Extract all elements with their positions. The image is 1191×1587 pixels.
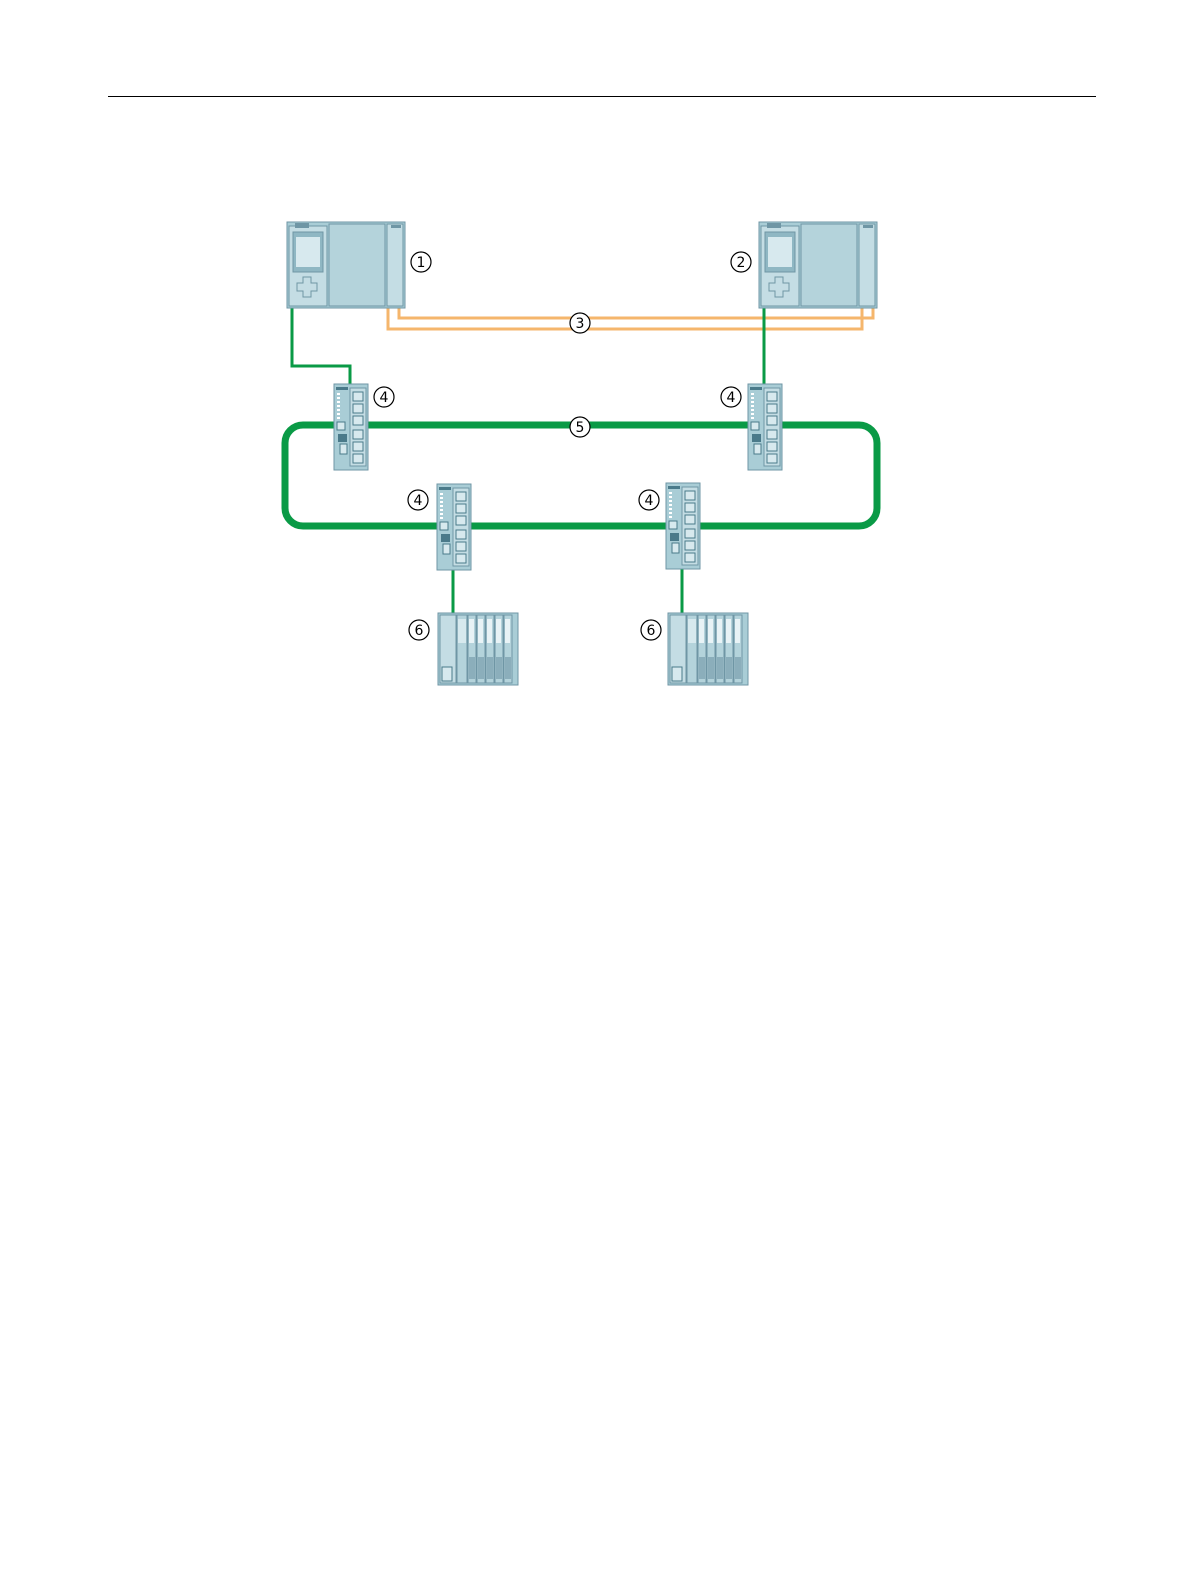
callout-label: 2 [737, 255, 746, 271]
network-switch-icon [334, 384, 368, 470]
callout-1: 1 [411, 252, 431, 272]
callout-label: 4 [414, 493, 423, 509]
callout-label: 4 [645, 493, 654, 509]
callout-label: 5 [576, 420, 585, 436]
callout-2: 2 [731, 252, 751, 272]
callout-4: 4 [639, 490, 659, 510]
callout-label: 6 [415, 623, 424, 639]
callout-label: 4 [380, 390, 389, 406]
callout-6: 6 [641, 620, 661, 640]
network-switch-icon [666, 483, 700, 569]
network-switch-icon [748, 384, 782, 470]
sync-link [388, 306, 873, 329]
ring-network [285, 425, 877, 526]
plc-cpu-icon [759, 222, 877, 308]
distributed-io-icon [438, 613, 518, 685]
network-switch-icon [437, 484, 471, 570]
callout-label: 6 [647, 623, 656, 639]
callout-label: 1 [417, 255, 426, 271]
callout-4: 4 [374, 387, 394, 407]
callout-label: 3 [576, 316, 585, 332]
plc-cpu-icon [287, 222, 405, 308]
callout-5: 5 [570, 417, 590, 437]
callout-4: 4 [408, 490, 428, 510]
distributed-io-icon [668, 613, 748, 685]
callout-4: 4 [721, 387, 741, 407]
callout-6: 6 [409, 620, 429, 640]
callout-label: 4 [727, 390, 736, 406]
callout-3: 3 [570, 313, 590, 333]
